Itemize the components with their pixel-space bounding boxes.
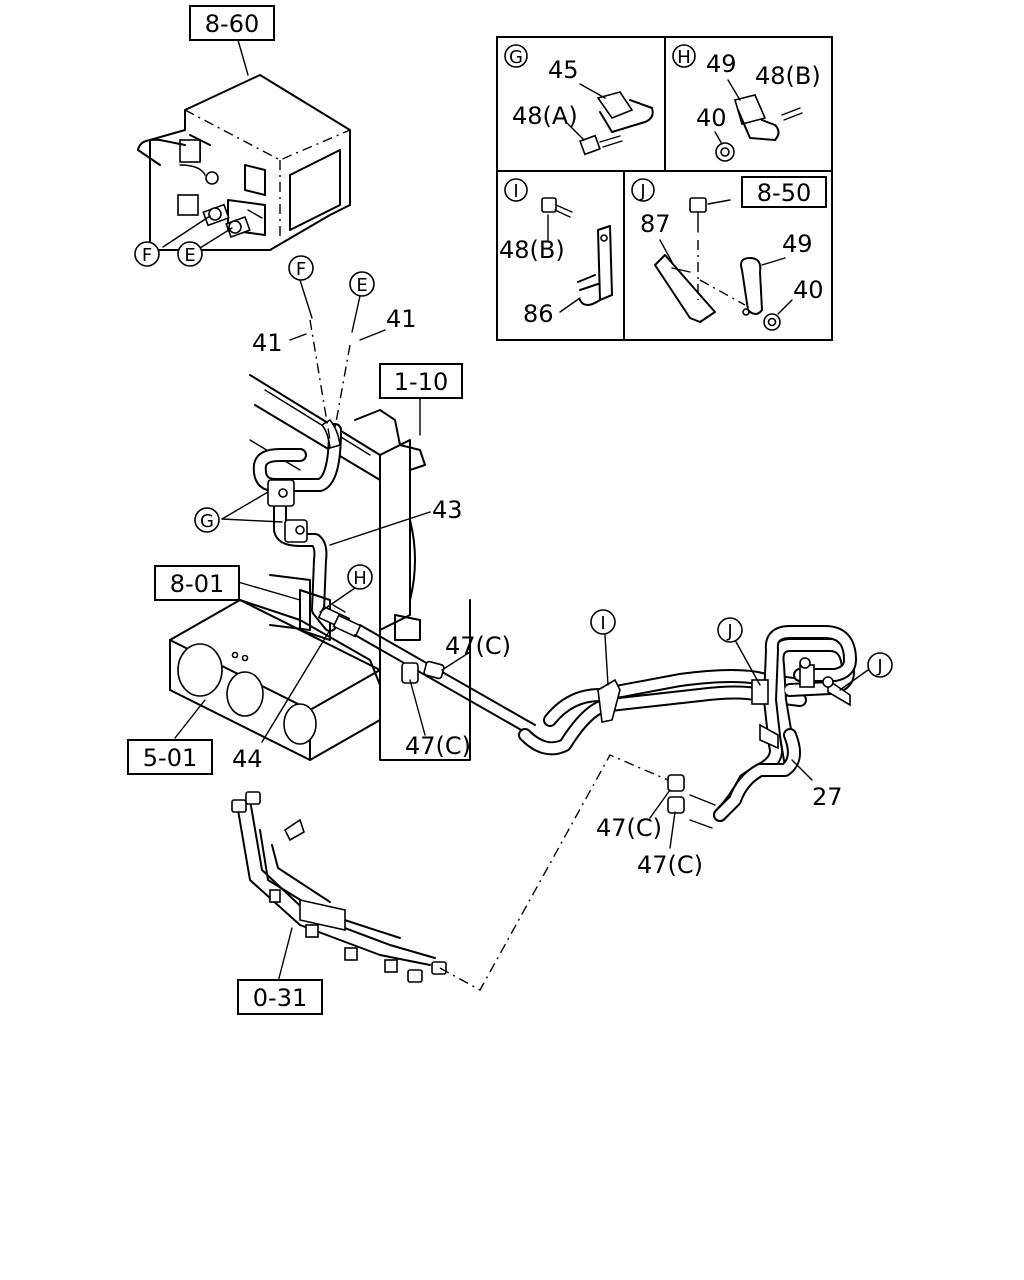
part-label-47c-lower: 47(C) xyxy=(405,732,471,760)
svg-text:E: E xyxy=(356,275,367,296)
svg-text:I: I xyxy=(600,613,605,634)
hose-harness xyxy=(231,791,447,983)
panel-H-label-48b: 48(B) xyxy=(755,62,821,90)
marker-F-heater: F xyxy=(134,241,160,267)
ref-label-5-01: 5-01 xyxy=(143,744,197,772)
marker-H: H xyxy=(347,564,373,590)
svg-text:H: H xyxy=(677,47,691,68)
marker-J-right: J xyxy=(867,652,893,678)
part-label-47c-right-1: 47(C) xyxy=(596,814,662,842)
leader-lines xyxy=(174,39,869,991)
marker-E-heater: E xyxy=(177,241,203,267)
part-label-41-left: 41 xyxy=(252,329,283,357)
ref-label-8-60: 8-60 xyxy=(205,10,259,38)
svg-text:G: G xyxy=(200,511,214,532)
part-label-44: 44 xyxy=(232,745,263,773)
heater-unit xyxy=(137,74,351,251)
ref-box-8-60[interactable]: 8-60 xyxy=(189,5,275,41)
marker-E-hose: E xyxy=(349,271,375,297)
detail-panel-H: H 49 48(B) 40 xyxy=(664,36,833,172)
part-label-47c-upper: 47(C) xyxy=(445,632,511,660)
part-label-43: 43 xyxy=(432,496,463,524)
panel-J-label-49: 49 xyxy=(782,230,813,258)
marker-J-left: J xyxy=(717,617,743,643)
panel-J-label-87: 87 xyxy=(640,210,671,238)
marker-F-hose: F xyxy=(288,255,314,281)
ref-box-8-50[interactable]: 8-50 xyxy=(741,176,827,208)
ref-label-0-31: 0-31 xyxy=(253,984,307,1012)
panel-I-label-86: 86 xyxy=(523,300,554,328)
marker-I: I xyxy=(590,609,616,635)
part-label-27: 27 xyxy=(812,783,843,811)
svg-text:J: J xyxy=(726,621,732,642)
svg-text:8-50: 8-50 xyxy=(757,179,811,207)
part-label-41-right: 41 xyxy=(386,305,417,333)
marker-G: G xyxy=(194,507,220,533)
detail-panel-J: J 8-50 87 49 40 xyxy=(623,170,833,341)
panel-H-label-40: 40 xyxy=(696,104,727,132)
svg-text:E: E xyxy=(184,245,195,266)
svg-text:F: F xyxy=(142,245,152,266)
panel-G-label-45: 45 xyxy=(548,56,579,84)
detail-panel-I: I 48(B) 86 xyxy=(496,170,625,341)
svg-text:J: J xyxy=(639,181,645,202)
panel-G-label-48a: 48(A) xyxy=(512,102,578,130)
ref-box-5-01[interactable]: 5-01 xyxy=(127,739,213,775)
svg-text:G: G xyxy=(509,47,523,68)
main-pipe-run xyxy=(354,624,857,829)
ref-box-0-31[interactable]: 0-31 xyxy=(237,979,323,1015)
ref-box-1-10[interactable]: 1-10 xyxy=(379,363,463,399)
part-label-47c-right-2: 47(C) xyxy=(637,851,703,879)
svg-text:I: I xyxy=(513,181,518,202)
panel-I-label-48b: 48(B) xyxy=(499,236,565,264)
frame-crossmember xyxy=(169,574,381,761)
svg-text:J: J xyxy=(876,656,882,677)
ref-label-1-10: 1-10 xyxy=(394,368,448,396)
svg-text:F: F xyxy=(296,259,306,280)
panel-J-label-40: 40 xyxy=(793,276,824,304)
svg-text:H: H xyxy=(353,568,367,589)
panel-H-label-49: 49 xyxy=(706,50,737,78)
ref-label-8-01: 8-01 xyxy=(170,570,224,598)
hose-43 xyxy=(252,418,362,641)
detail-panel-G: G 45 48(A) xyxy=(496,36,666,172)
ref-box-8-01[interactable]: 8-01 xyxy=(154,565,240,601)
